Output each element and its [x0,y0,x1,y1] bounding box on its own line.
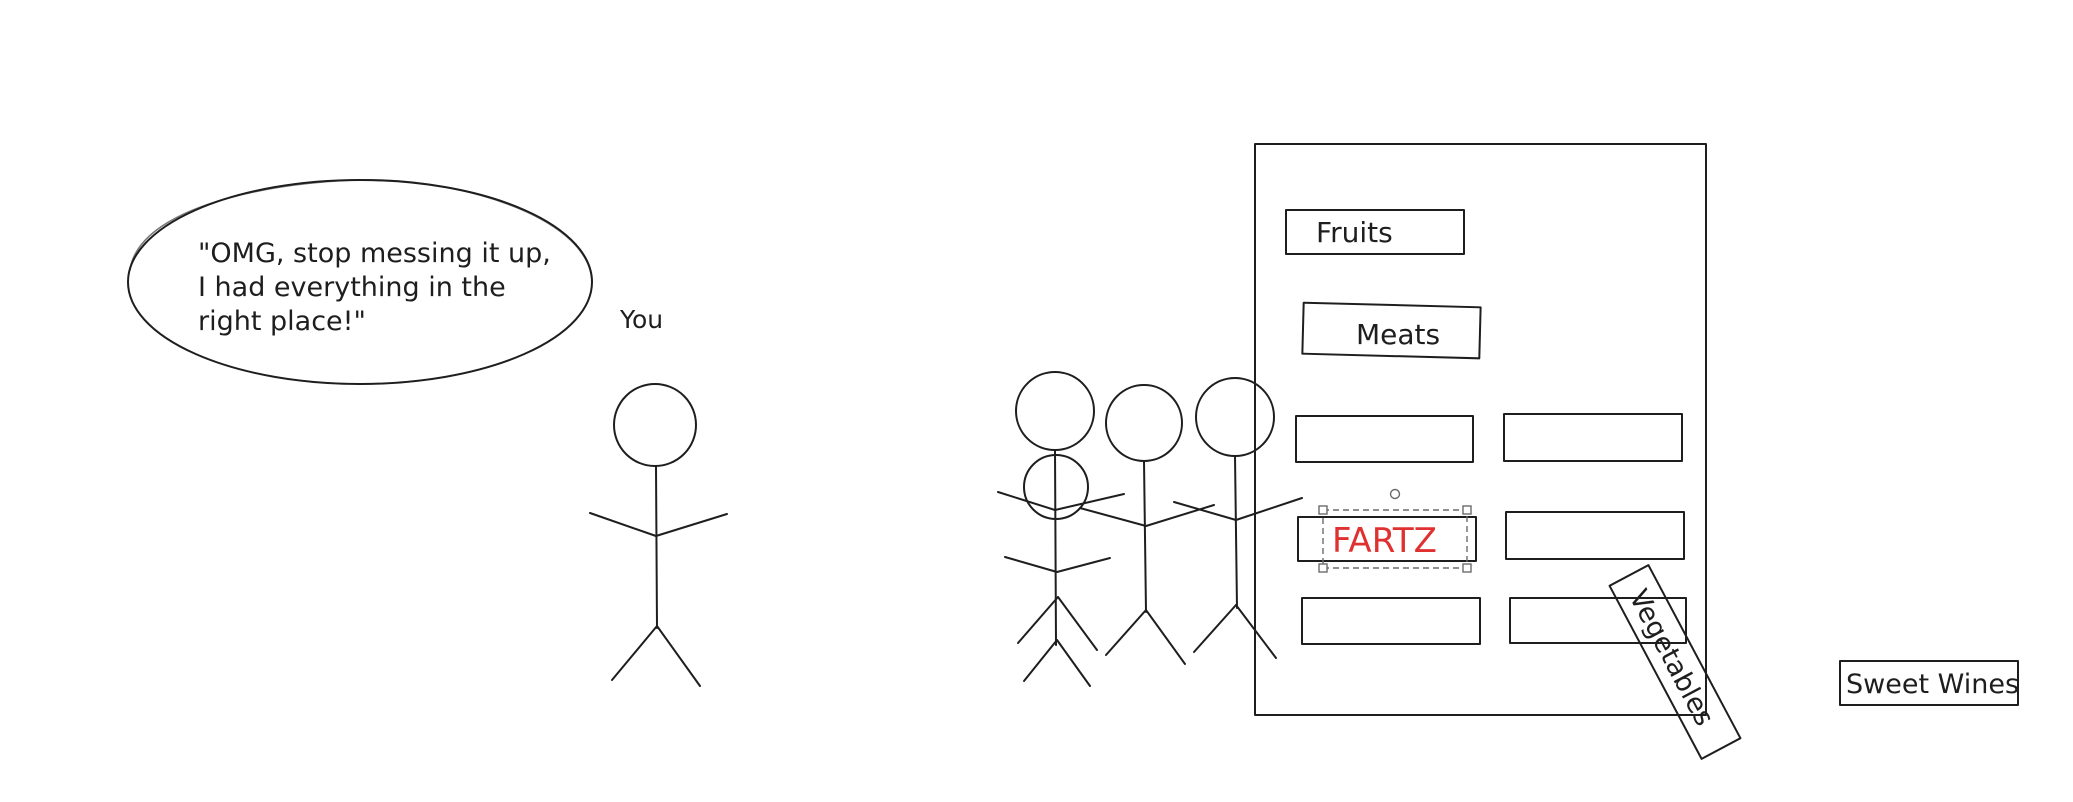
speech-line-1[interactable]: "OMG, stop messing it up, [198,238,551,269]
empty-slot[interactable] [1301,597,1481,645]
speech-line-3[interactable]: right place!" [198,306,366,337]
vegetables-box[interactable]: Vegetables [1608,564,1742,760]
resize-handle[interactable] [1318,563,1328,573]
fruits-label[interactable]: Fruits [1316,216,1393,249]
empty-slot[interactable] [1503,413,1683,462]
fartz-label[interactable]: FARTZ [1332,521,1437,561]
board-frame[interactable] [1254,143,1707,716]
stick-figure-you[interactable] [589,383,728,687]
meats-label[interactable]: Meats [1356,318,1440,351]
speech-bubble[interactable]: "OMG, stop messing it up, I had everythi… [127,179,593,385]
selection-frame[interactable] [1322,509,1468,569]
sweet-wines-label[interactable]: Sweet Wines [1846,669,2019,700]
stick-figure-group[interactable] [997,371,1303,687]
you-label[interactable]: You [619,305,663,334]
resize-handle[interactable] [1462,563,1472,573]
stick-figure-head [613,383,697,467]
resize-handle[interactable] [1462,505,1472,515]
stick-figure-head [1105,384,1183,462]
fartz-box-selected[interactable]: FARTZ [1297,488,1477,573]
category-board[interactable]: Fruits Meats FARTZ [1254,143,1707,716]
meats-box[interactable]: Meats [1301,301,1482,360]
rotate-handle[interactable] [1389,488,1401,500]
empty-slot[interactable] [1505,511,1685,560]
stick-figure-head [1023,454,1089,520]
speech-line-2[interactable]: I had everything in the [198,272,506,303]
resize-handle[interactable] [1318,505,1328,515]
fruits-box[interactable]: Fruits [1285,209,1465,255]
empty-slot[interactable] [1509,597,1687,644]
stick-figure-head [1195,377,1275,457]
stick-figure-head [1015,371,1095,451]
sweet-wines-box[interactable]: Sweet Wines [1839,660,2019,706]
empty-slot[interactable] [1295,415,1474,463]
